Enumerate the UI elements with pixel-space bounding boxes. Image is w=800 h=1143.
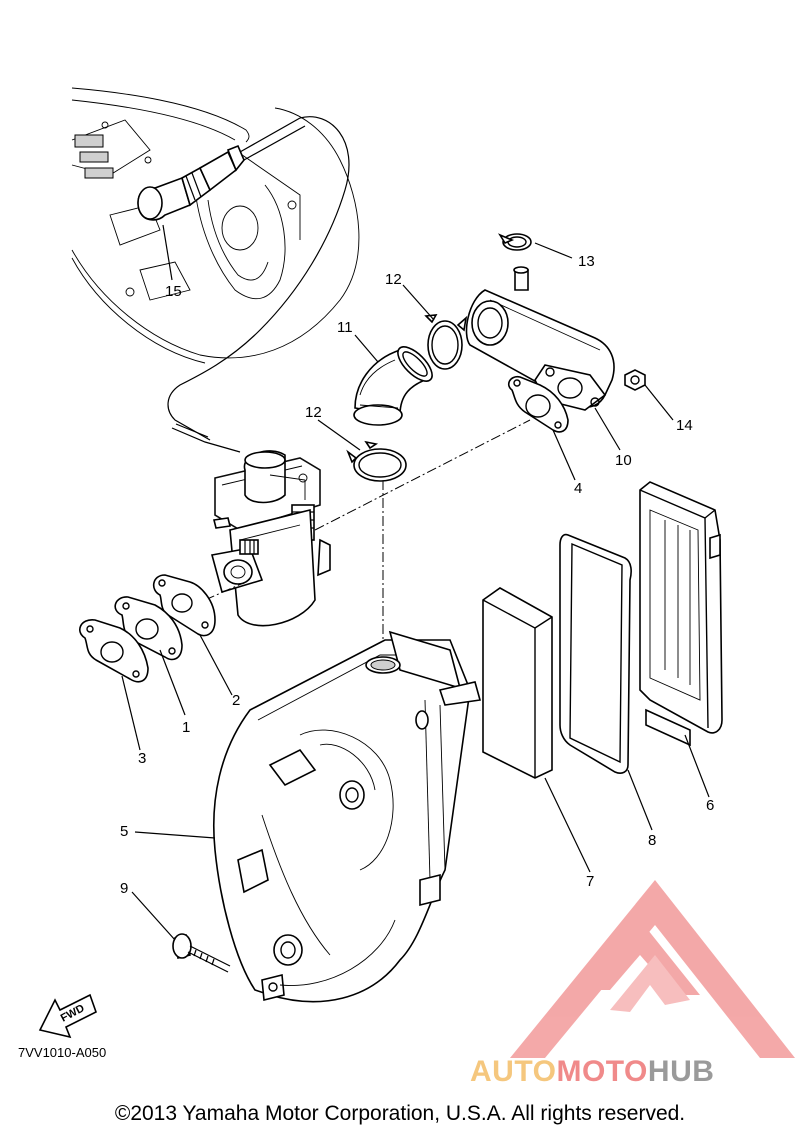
callout-12-upper: 12 — [385, 271, 402, 288]
choke-knob-part-15 — [137, 117, 306, 221]
callout-15: 15 — [165, 283, 182, 300]
callout-1: 1 — [182, 719, 190, 736]
callout-6: 6 — [706, 797, 714, 814]
seal-gasket-part-8 — [559, 533, 632, 774]
callout-11: 11 — [337, 319, 353, 336]
watermark-auto: AUTO — [470, 1055, 557, 1088]
intake-manifold-part-10 — [465, 266, 615, 411]
gasket-part-4 — [508, 375, 569, 433]
air-box-case-part-5 — [212, 630, 482, 1003]
watermark-moto: MOTO — [556, 1055, 648, 1088]
callout-numbers: 1 2 3 4 5 6 7 8 9 10 11 12 12 13 14 15 — [120, 253, 714, 897]
gasket-part-3 — [79, 619, 149, 683]
callout-9: 9 — [120, 880, 128, 897]
callout-5: 5 — [120, 823, 128, 840]
watermark-logo — [510, 880, 795, 1058]
callout-4: 4 — [574, 480, 582, 497]
fwd-arrow: FWD — [38, 993, 97, 1039]
hose-clamp-part-12-lower — [346, 440, 407, 482]
callout-8: 8 — [648, 832, 656, 849]
callout-13: 13 — [578, 253, 595, 270]
hose-clamp-part-12-upper — [424, 314, 468, 370]
screw-part-9 — [172, 933, 231, 973]
copyright-notice: ©2013 Yamaha Motor Corporation, U.S.A. A… — [114, 1102, 686, 1125]
elbow-hose-part-11 — [353, 346, 433, 426]
diagram-code: 7VV1010-A050 — [18, 1045, 107, 1060]
callout-7: 7 — [586, 873, 594, 890]
carburetor — [211, 450, 331, 627]
watermark-text: AUTOMOTOHUB — [470, 1057, 714, 1087]
air-filter-element-part-7 — [482, 587, 553, 779]
nut-part-14 — [624, 369, 646, 391]
callout-14: 14 — [676, 417, 693, 434]
callout-12-lower: 12 — [305, 404, 322, 421]
callout-2: 2 — [232, 692, 240, 709]
choke-cable — [167, 116, 350, 441]
leader-lines — [121, 224, 710, 941]
callout-10: 10 — [615, 452, 632, 469]
callout-3: 3 — [138, 750, 146, 767]
watermark-hub: HUB — [647, 1055, 715, 1088]
engine-housing — [71, 87, 360, 364]
clip-part-13 — [497, 233, 532, 251]
cover-part-6 — [639, 481, 723, 747]
